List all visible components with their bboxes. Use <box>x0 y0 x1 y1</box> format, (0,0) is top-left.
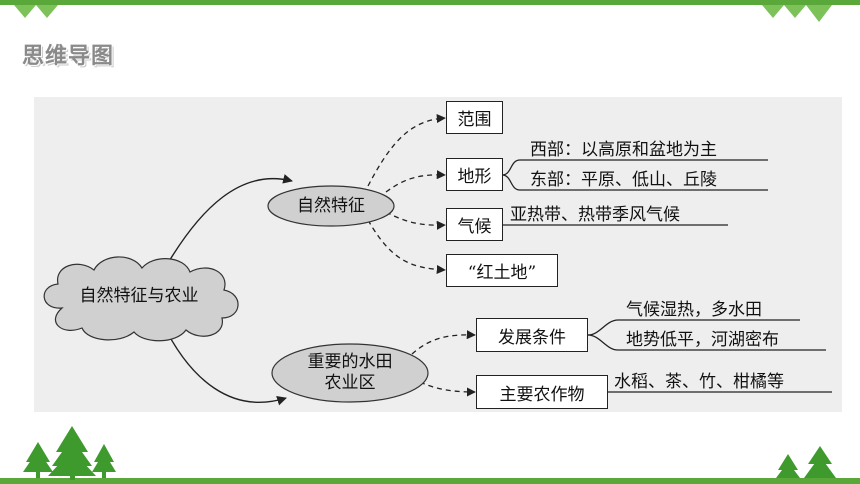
item-label-climate: 气候 <box>457 217 492 237</box>
detail-climate: 亚热带、热带季风气候 <box>510 205 680 225</box>
detail-terrain-east: 东部：平原、低山、丘陵 <box>530 170 717 190</box>
top-left-triangle <box>14 5 36 18</box>
connector-climate <box>385 211 446 230</box>
bracket-conditions-1 <box>587 319 800 336</box>
detail-conditions-1: 气候湿热，多水田 <box>626 300 762 320</box>
item-box-crops: 主要农作物 <box>476 375 608 409</box>
detail-crops: 水稻、茶、竹、柑橘等 <box>614 372 784 392</box>
pine-trees-icon <box>776 446 836 478</box>
root-node-label: 自然特征与农业 <box>79 285 199 306</box>
connector-scope <box>367 113 446 187</box>
item-box-climate: 气候 <box>446 208 503 241</box>
bracket-terrain-east <box>501 174 768 191</box>
bottom-accent-bar <box>0 478 860 484</box>
branch1-node-label: 自然特征 <box>297 195 365 216</box>
bracket-conditions-2 <box>587 334 826 351</box>
detail-terrain-west: 西部：以高原和盆地为主 <box>530 140 717 160</box>
item-box-terrain: 地形 <box>446 158 503 191</box>
connector-crops <box>411 377 476 397</box>
item-label-scope: 范围 <box>457 110 492 130</box>
bracket-terrain-west <box>501 159 768 176</box>
pine-trees-icon <box>23 426 116 480</box>
root-cloud-shape <box>43 256 239 342</box>
diagram-panel <box>34 97 842 412</box>
branch1-ellipse-shape <box>267 185 395 227</box>
top-left-triangle <box>36 5 58 18</box>
item-label-terrain: 地形 <box>457 167 492 187</box>
branch1-node: 自然特征 <box>266 184 396 228</box>
branch2-ellipse-shape <box>271 343 429 403</box>
connector-terrain <box>385 170 446 193</box>
top-right-triangle <box>806 5 832 22</box>
item-label-conditions: 发展条件 <box>498 327 566 348</box>
item-box-conditions: 发展条件 <box>476 318 588 352</box>
top-right-triangle <box>762 5 784 18</box>
item-box-soil: “红土地” <box>446 254 558 287</box>
branch2-node: 重要的水田 农业区 <box>270 342 430 404</box>
branch2-node-label-line1: 重要的水田 <box>307 352 393 372</box>
item-label-crops: 主要农作物 <box>499 384 585 405</box>
top-accent-bar <box>0 0 860 5</box>
root-node: 自然特征与农业 <box>32 250 246 342</box>
connector-root-branch1 <box>167 174 293 264</box>
connector-root-branch2 <box>161 321 287 406</box>
detail-conditions-2: 地势低平，河湖密布 <box>626 330 779 350</box>
top-right-triangle <box>784 5 806 18</box>
item-box-scope: 范围 <box>446 101 503 134</box>
slide-title: 思维导图 <box>22 44 115 69</box>
item-label-soil: “红土地” <box>467 263 537 283</box>
branch2-node-label-line2: 农业区 <box>324 373 376 393</box>
